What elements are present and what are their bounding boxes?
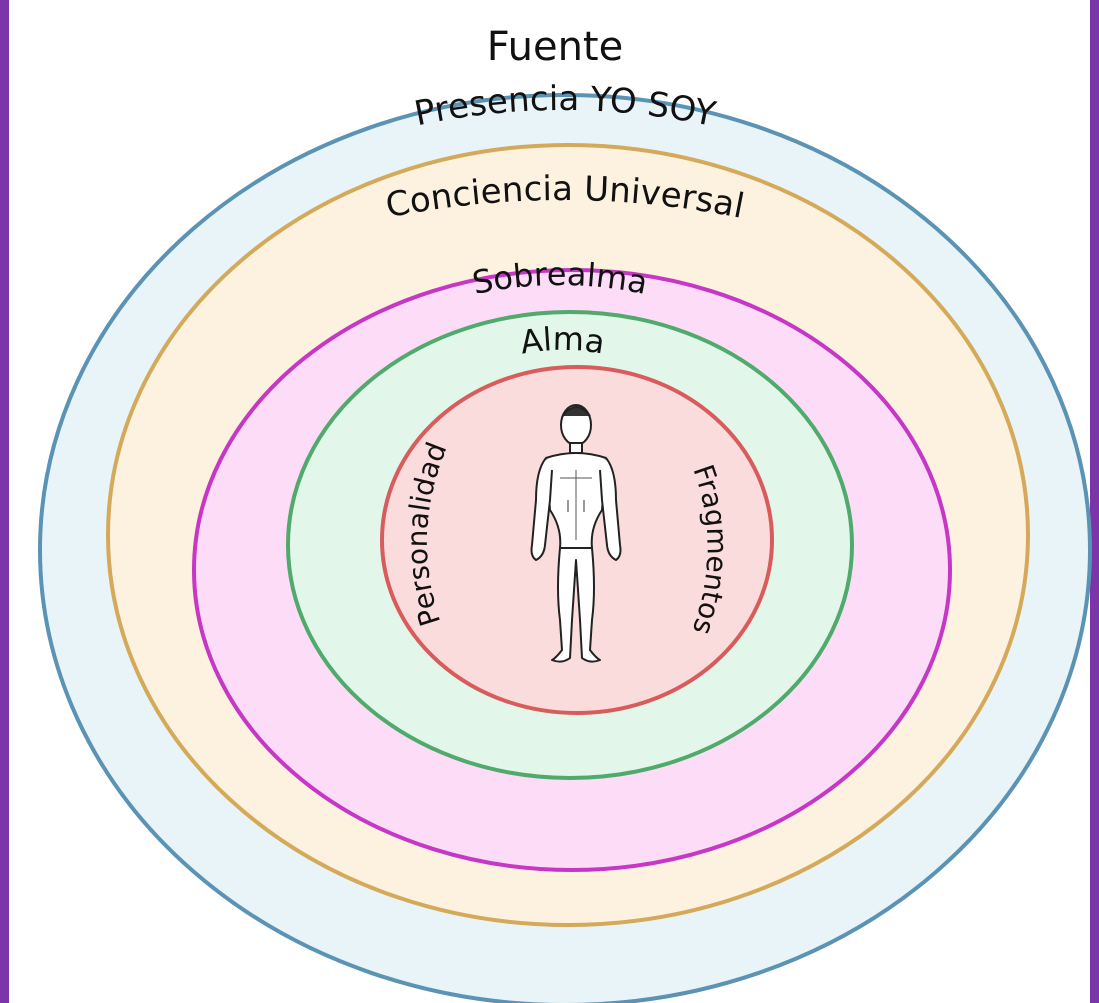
ring-label-alma: Alma: [518, 320, 608, 362]
frame-border-right: [1090, 0, 1099, 1003]
frame-border-left: [0, 0, 9, 1003]
diagram-title: Fuente: [487, 24, 623, 70]
human-figure-icon: [530, 404, 622, 663]
